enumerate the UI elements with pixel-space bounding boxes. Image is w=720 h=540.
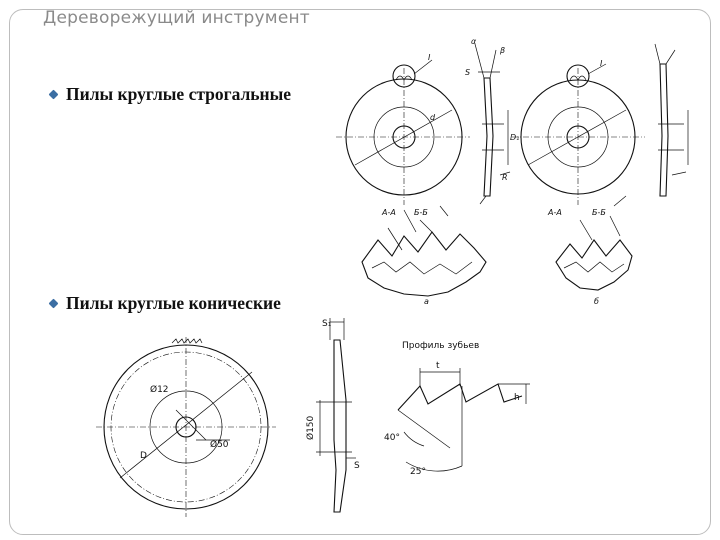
label-view-aa2: A-A <box>547 208 562 217</box>
saw-side-1 <box>474 43 511 205</box>
label-d1: D₁ <box>510 133 519 142</box>
label-25deg: 25° <box>410 467 426 477</box>
label-view-vv: Б-Б <box>592 208 606 217</box>
label-a: а <box>424 297 429 306</box>
label-big-d: D <box>140 451 147 461</box>
label-II: I <box>600 59 603 68</box>
label-d: d <box>430 113 436 122</box>
label-view-bb: Б-Б <box>414 208 428 217</box>
saw-face-2 <box>512 63 645 205</box>
label-beta: β <box>499 46 505 55</box>
tooth-profile <box>397 368 530 472</box>
conical-saw-side <box>316 318 356 513</box>
label-t: t <box>436 361 440 371</box>
section-view-b <box>555 195 633 291</box>
planing-saw-drawing: I d α β S D₁ R <box>336 37 689 306</box>
section-view-a <box>361 205 487 297</box>
label-view-aa: A-A <box>381 208 396 217</box>
conical-saw-face <box>96 337 276 517</box>
label-d50: Ø50 <box>210 439 229 450</box>
bullet-item-conical-saws: Пилы круглые конические <box>48 293 281 314</box>
label-r: R <box>502 173 508 182</box>
label-I: I <box>428 53 431 62</box>
tooth-profile-title: Профиль зубьев <box>402 341 479 351</box>
bullet-text: Пилы круглые конические <box>66 293 281 313</box>
label-d12: Ø12 <box>150 384 169 395</box>
conical-saw-drawing: Ø12 Ø50 D S₁ S Ø150 Профиль зубьев <box>96 318 530 517</box>
label-b: б <box>594 297 599 306</box>
label-s: S <box>465 68 470 77</box>
saw-face-1 <box>336 59 470 205</box>
bullet-item-planing-saws: Пилы круглые строгальные <box>48 84 292 105</box>
bullet-text: Пилы круглые строгальные <box>66 84 292 104</box>
label-d150: Ø150 <box>305 415 316 440</box>
label-40deg: 40° <box>384 433 400 443</box>
label-h: h <box>514 393 520 403</box>
saw-side-2 <box>654 43 689 197</box>
label-s: S <box>354 461 360 471</box>
slide-title: Дереворежущий инструмент <box>43 8 310 28</box>
label-alpha: α <box>471 37 477 46</box>
label-s1: S₁ <box>322 319 332 329</box>
